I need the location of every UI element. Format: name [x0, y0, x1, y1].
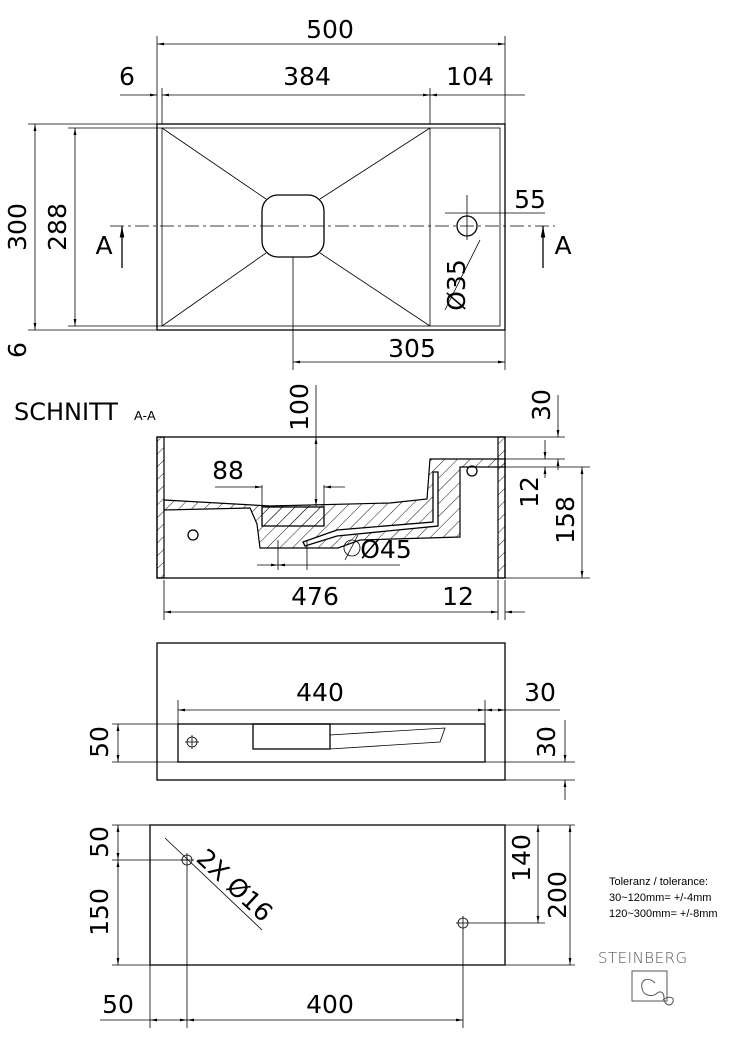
dim-outlet: Ø45 — [360, 535, 412, 564]
dim-300: 300 — [3, 203, 32, 251]
dim-50-slot: 50 — [85, 726, 114, 758]
dim-305: 305 — [388, 334, 436, 363]
dim-140: 140 — [507, 834, 536, 882]
mounting-view: 50 150 140 200 50 400 2X Ø16 — [85, 824, 575, 1028]
dim-30-rim: 30 — [527, 389, 556, 421]
section-title: SCHNITT — [14, 398, 118, 426]
dim-104: 104 — [446, 62, 494, 91]
tolerance-line-1: 30~120mm= +/-4mm — [609, 892, 711, 904]
dim-150: 150 — [85, 888, 114, 936]
section-view: SCHNITT A-A 100 88 Ø45 476 12 30 — [14, 383, 590, 620]
dim-50-left: 50 — [102, 990, 134, 1019]
dim-6-bottom: 6 — [3, 342, 32, 358]
dim-88: 88 — [212, 456, 244, 485]
dim-55: 55 — [514, 185, 546, 214]
tolerance-note: Toleranz / tolerance: 30~120mm= +/-4mm 1… — [609, 876, 718, 920]
dim-100: 100 — [285, 383, 314, 431]
dim-476: 476 — [291, 582, 339, 611]
section-label-right: A — [554, 231, 571, 260]
dim-384: 384 — [283, 62, 331, 91]
bottom-view: 440 30 30 50 — [85, 642, 575, 800]
dim-50-top: 50 — [85, 826, 114, 858]
dim-158: 158 — [551, 496, 580, 544]
dim-440: 440 — [296, 678, 344, 707]
dim-288: 288 — [43, 203, 72, 251]
dim-holes: 2X Ø16 — [191, 843, 278, 927]
top-view: 500 6 384 104 300 288 6 55 Ø35 305 A A — [3, 15, 572, 370]
dim-30-right: 30 — [524, 678, 556, 707]
dim-200: 200 — [543, 871, 572, 919]
logo-icon — [631, 970, 668, 1002]
dim-12-wall: 12 — [442, 582, 474, 611]
dim-30-height: 30 — [532, 726, 561, 758]
section-subtitle: A-A — [134, 408, 156, 423]
brand-name: STEINBERG — [598, 949, 688, 967]
section-label-left: A — [95, 231, 112, 260]
dim-6-left: 6 — [119, 62, 135, 91]
tolerance-line-2: 120~300mm= +/-8mm — [609, 908, 718, 920]
dim-500: 500 — [306, 15, 354, 44]
dim-400: 400 — [306, 990, 354, 1019]
dim-tap-hole: Ø35 — [442, 259, 471, 311]
tolerance-title: Toleranz / tolerance: — [609, 876, 708, 888]
dim-12-ledge: 12 — [515, 476, 544, 508]
brand-logo: STEINBERG — [598, 949, 688, 1006]
